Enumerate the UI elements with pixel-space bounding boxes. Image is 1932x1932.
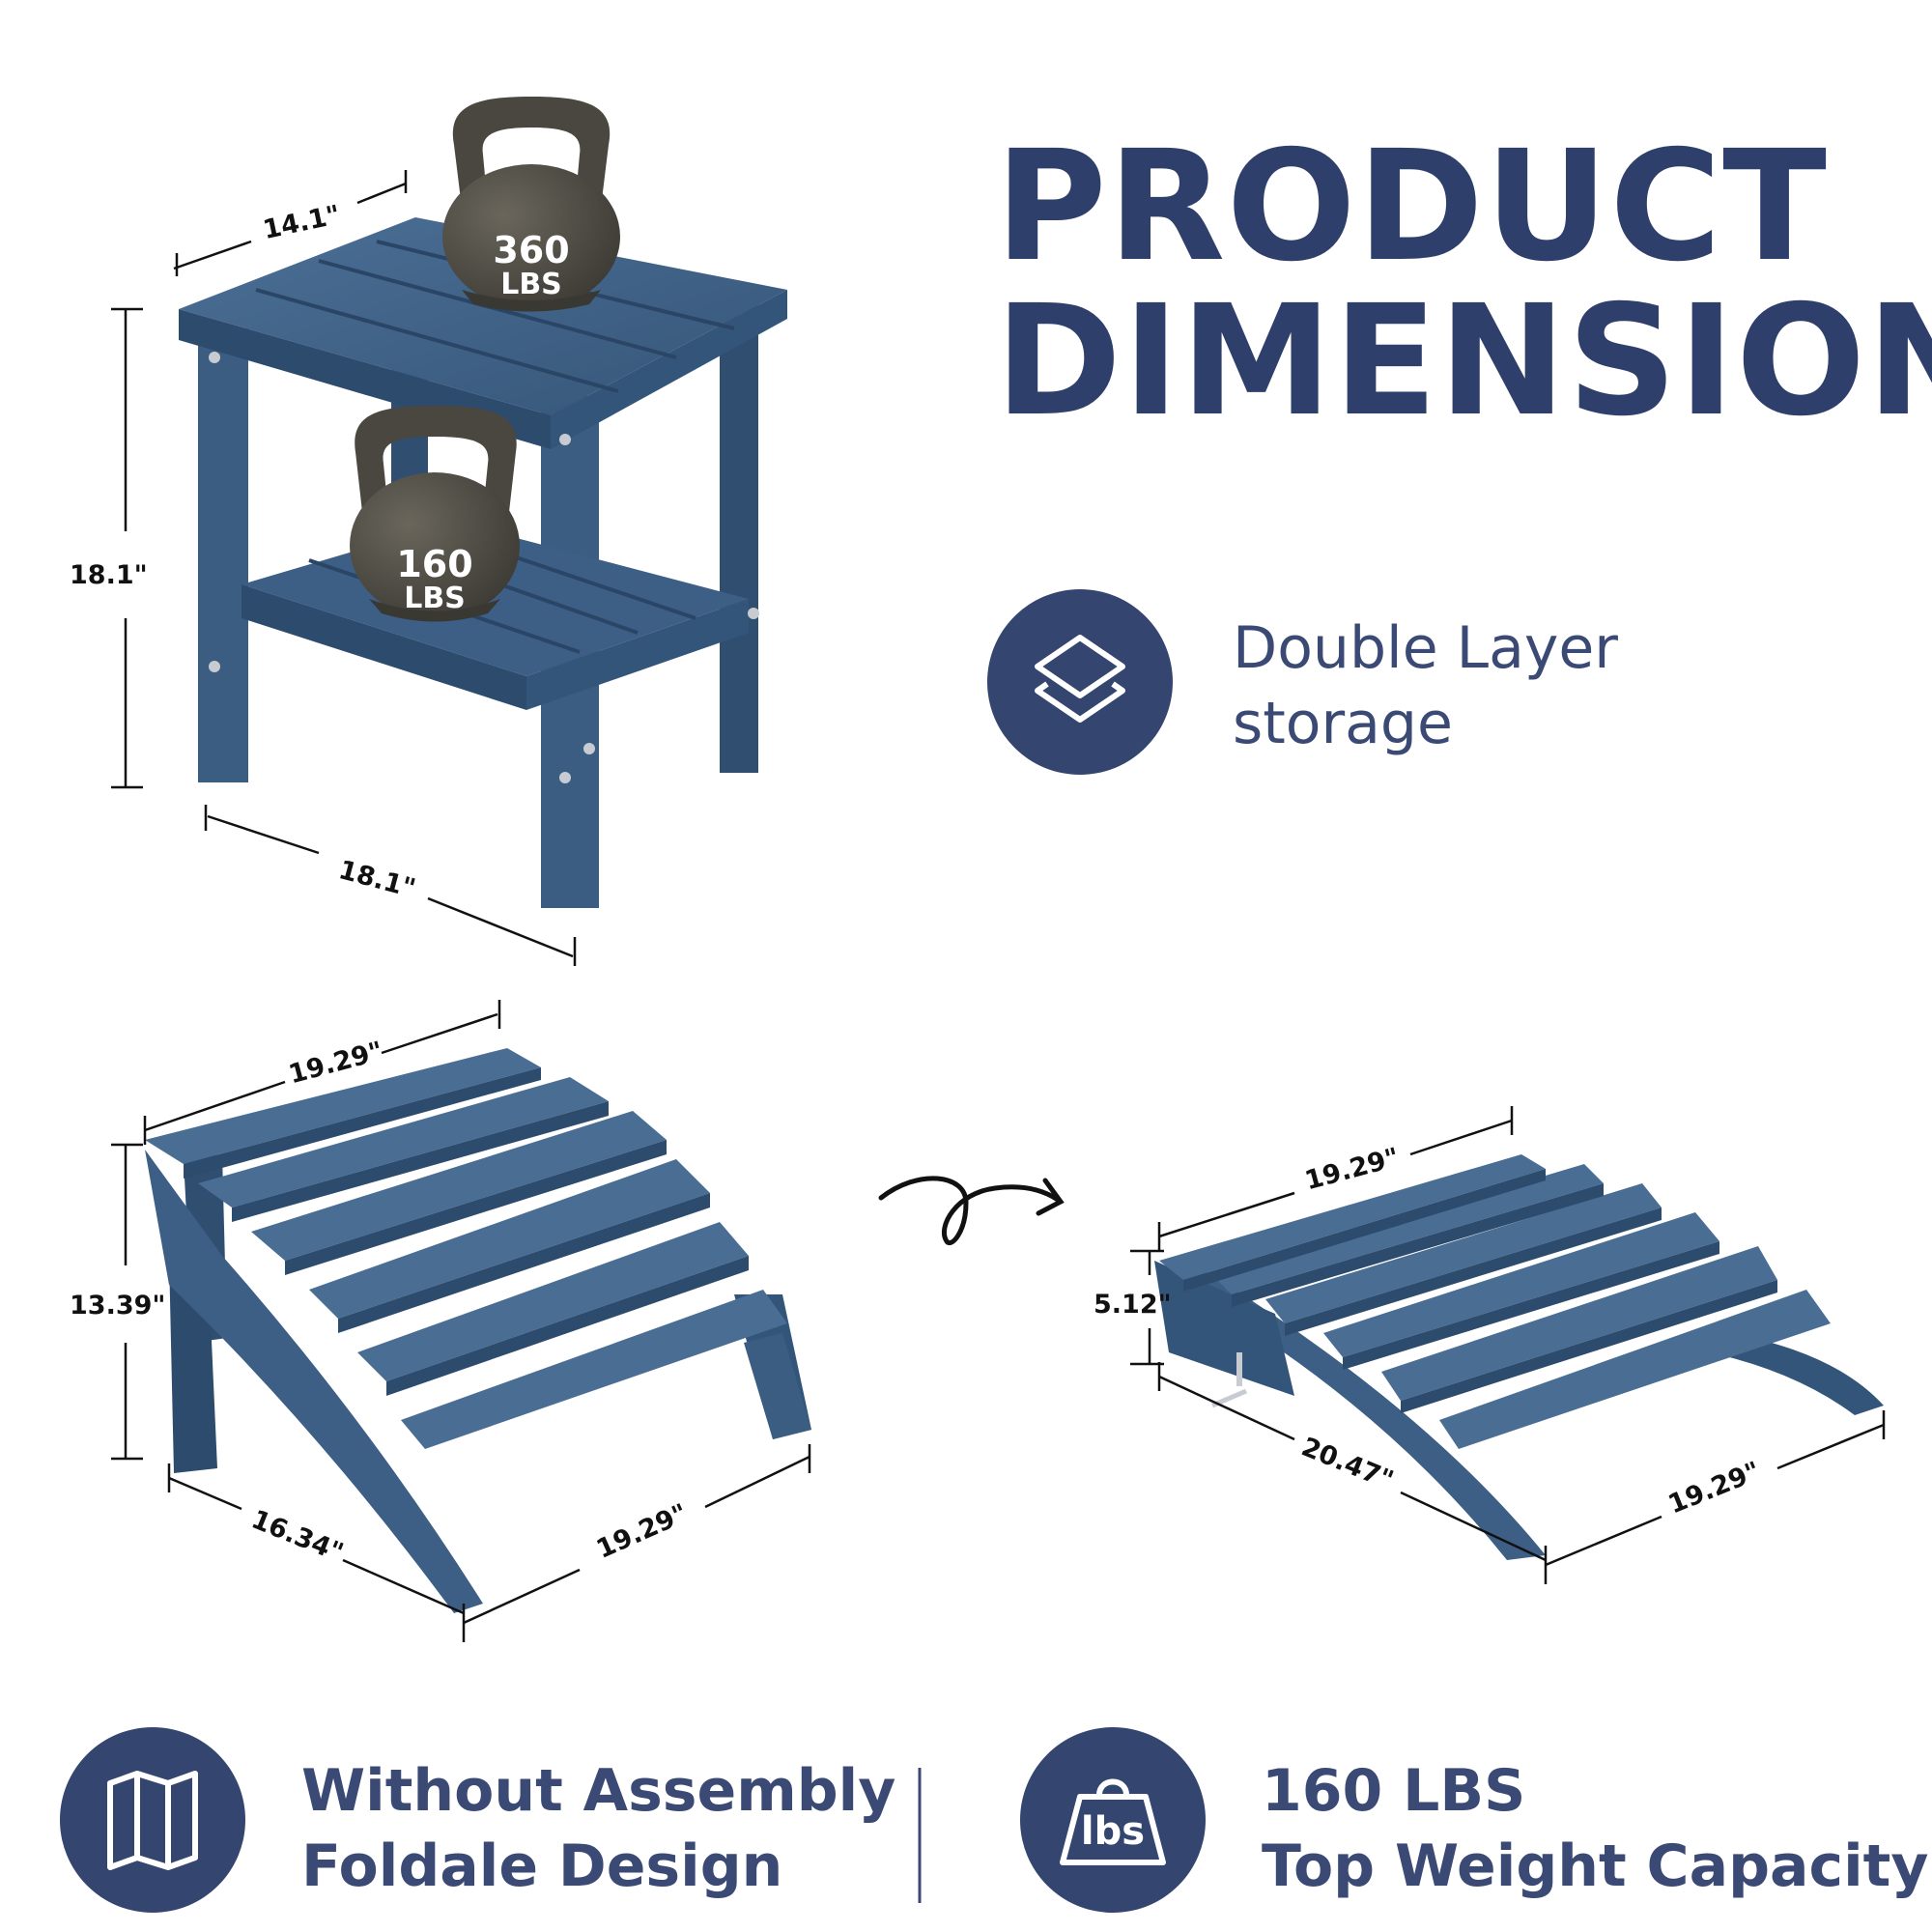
feature-double-layer-line2: storage <box>1233 690 1453 757</box>
weight-lbs-icon-text: lbs <box>1080 1809 1146 1854</box>
kettlebell-bottom-label: 160 LBS <box>367 546 502 613</box>
weight-lbs-icon-badge: lbs <box>1020 1727 1206 1913</box>
page-title-line2: DIMENSION <box>995 272 1932 450</box>
ottoman-folded-dimension-lines <box>111 1000 811 1642</box>
feature-assembly-line2: Foldale Design <box>301 1833 783 1900</box>
ottoman-open-dimension-lines <box>1130 1106 1886 1584</box>
kettlebell-160-icon <box>350 406 520 622</box>
feature-double-layer-line1: Double Layer <box>1233 614 1618 682</box>
folded-map-icon <box>107 1771 198 1870</box>
layers-icon-badge <box>987 589 1173 775</box>
ottoman-open <box>1154 1154 1884 1560</box>
feature-assembly-line1: Without Assembly <box>301 1757 896 1825</box>
kettlebell-bottom-unit: LBS <box>404 582 466 615</box>
feature-weight-line2: Top Weight Capacity <box>1262 1833 1929 1900</box>
layers-icon <box>1035 635 1125 723</box>
feature-weight-line1: 160 LBS <box>1262 1757 1526 1825</box>
kettlebell-top-value: 360 <box>493 229 570 271</box>
page-title-line1: PRODUCT <box>995 118 1828 296</box>
ottoman-open-height-label: 5.12" <box>1094 1290 1172 1320</box>
kettlebell-360-icon <box>442 97 620 312</box>
weight-lbs-icon <box>1060 1778 1166 1865</box>
table-height-label: 18.1" <box>70 560 148 590</box>
table-dimension-lines <box>111 170 577 966</box>
ottoman-folded-height-label: 13.39" <box>70 1291 166 1321</box>
folded-map-icon-badge <box>60 1727 245 1913</box>
ottoman-folded <box>145 1048 811 1613</box>
kettlebell-top-label: 360 LBS <box>464 232 599 299</box>
transform-arrow-icon <box>878 1176 1065 1246</box>
kettlebell-bottom-value: 160 <box>396 543 473 585</box>
kettlebell-top-unit: LBS <box>500 268 562 301</box>
